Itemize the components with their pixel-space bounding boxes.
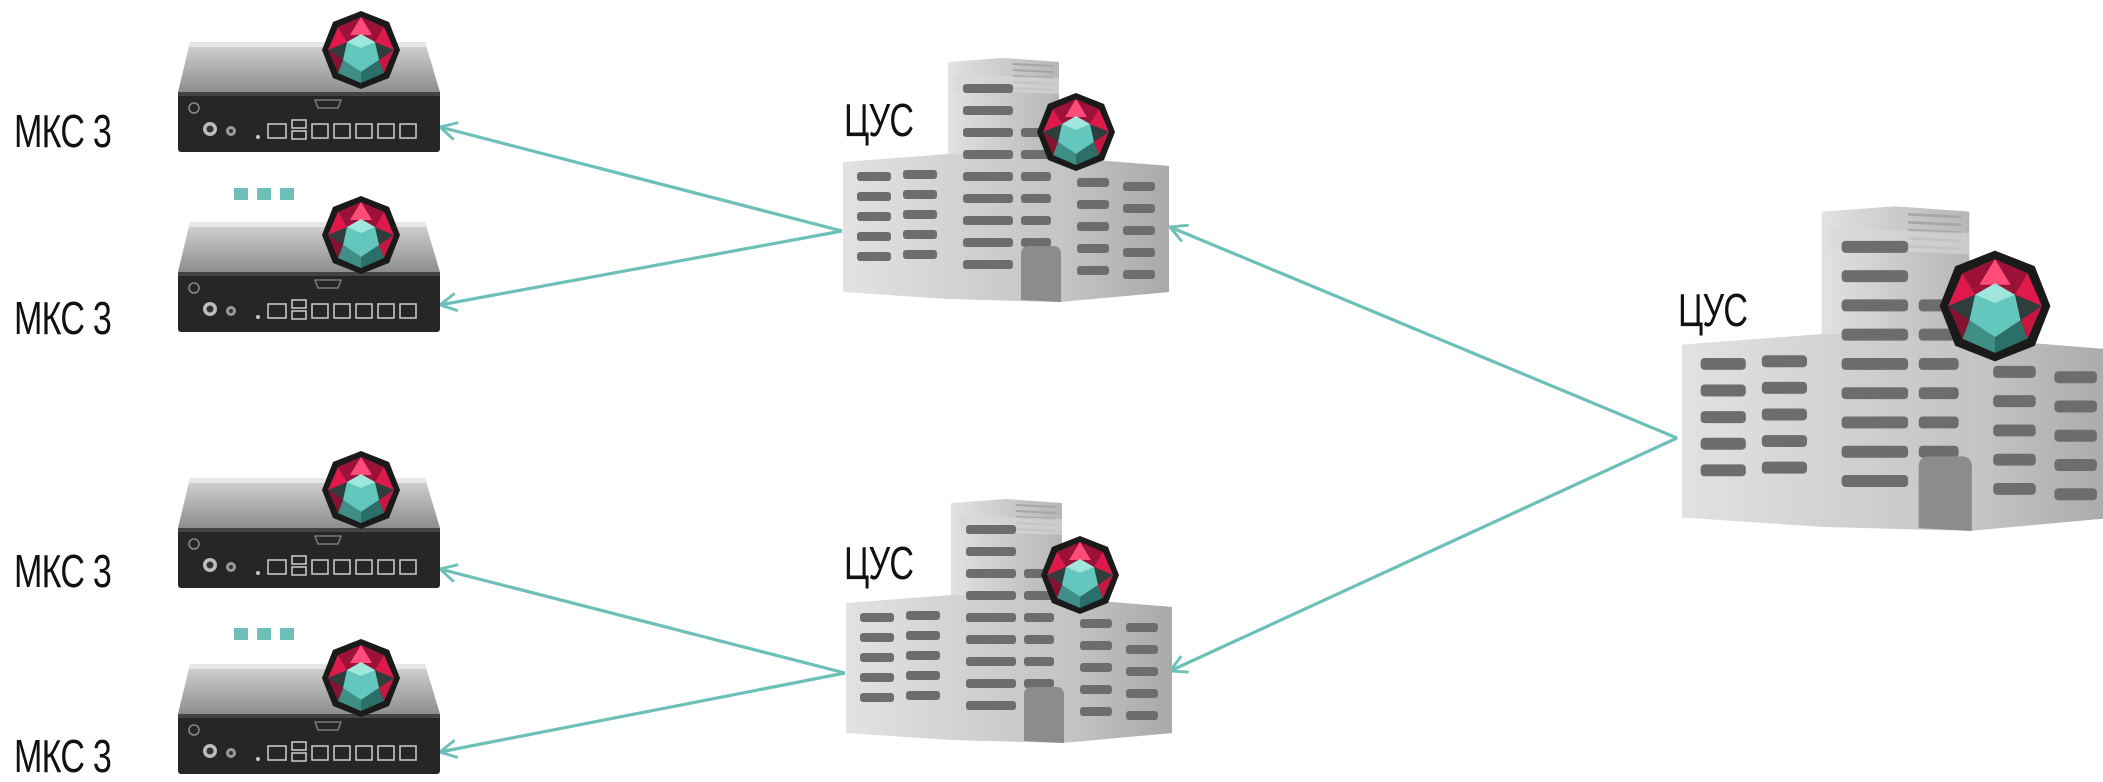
device-label: МКС 3 (14, 730, 112, 782)
connector-top-to-device-2 (437, 229, 843, 313)
network-device-icon (177, 221, 441, 333)
connection-lines (437, 121, 1678, 759)
octagon-gem-logo-icon (1037, 93, 1115, 171)
connector-right-to-bottom-building (1167, 436, 1678, 674)
connector-bottom-to-device-2 (437, 671, 846, 759)
device-label: МКС 3 (14, 105, 112, 157)
octagon-gem-logo-icon (1939, 250, 2051, 362)
octagon-gem-logo-icon (322, 451, 400, 529)
device-label: МКС 3 (14, 545, 112, 597)
network-device-icon (177, 41, 441, 153)
connector-top-to-device-1 (437, 121, 843, 233)
ellipsis-dots-bottom (234, 628, 294, 640)
octagon-gem-logo-icon (322, 639, 400, 717)
control-center-label: ЦУС (1678, 284, 1748, 336)
network-device-icon (177, 663, 441, 775)
connector-bottom-to-device-1 (437, 563, 846, 675)
office-building-icon (1680, 204, 2103, 533)
octagon-gem-logo-icon (322, 196, 400, 274)
office-building-icon (845, 498, 1173, 744)
control-center-label: ЦУС (844, 94, 914, 146)
network-device-icon (177, 477, 441, 589)
connector-right-to-top-building (1167, 223, 1678, 440)
device-label: МКС 3 (14, 292, 112, 344)
octagon-gem-logo-icon (322, 11, 400, 89)
octagon-gem-logo-icon (1041, 536, 1119, 614)
ellipsis-dots-top (234, 188, 294, 200)
control-center-label: ЦУС (844, 537, 914, 589)
